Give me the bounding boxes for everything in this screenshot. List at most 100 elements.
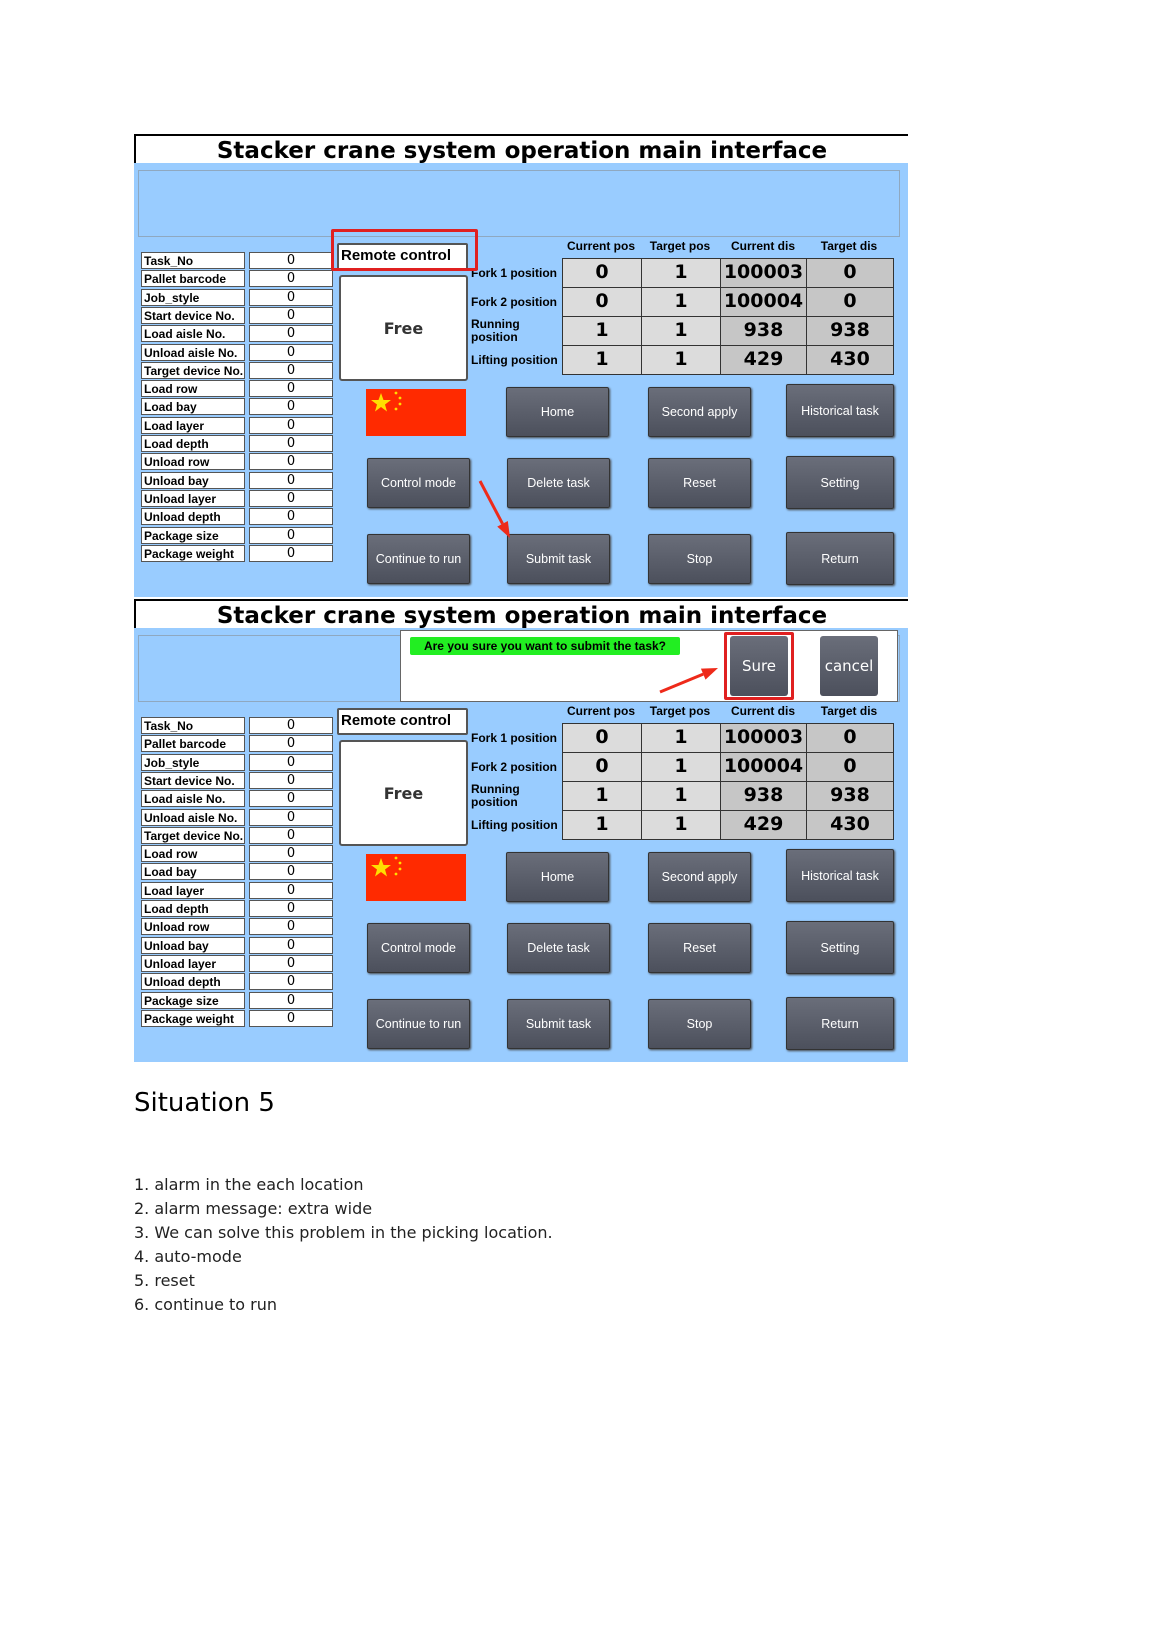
submit-task-button[interactable]: Submit task — [507, 534, 610, 584]
submit-task-button[interactable]: Submit task — [507, 999, 610, 1049]
historical-task-button[interactable]: Historical task — [786, 384, 894, 437]
home-button[interactable]: Home — [506, 852, 609, 902]
position-cell: 1 — [641, 810, 721, 840]
return-button[interactable]: Return — [786, 997, 894, 1050]
control-mode-button[interactable]: Control mode — [367, 923, 470, 973]
reset-button[interactable]: Reset — [648, 923, 751, 973]
position-cell: 0 — [562, 723, 642, 753]
field-label: Load bay — [141, 398, 245, 416]
list-item: 1. alarm in the each location — [134, 1175, 364, 1194]
position-cell: 0 — [806, 258, 894, 288]
message-area — [138, 170, 900, 237]
position-cell: 0 — [562, 287, 642, 317]
column-header: Current pos — [566, 239, 635, 253]
position-cell: 1 — [641, 723, 721, 753]
position-cell: 0 — [806, 723, 894, 753]
field-label: Unload depth — [141, 508, 245, 526]
position-cell: 0 — [806, 287, 894, 317]
field-label: Unload layer — [141, 489, 245, 507]
stop-button[interactable]: Stop — [648, 534, 751, 584]
field-label: Job_style — [141, 288, 245, 306]
field-label: Pallet barcode — [141, 735, 245, 753]
position-cell: 429 — [720, 810, 807, 840]
position-cell: 938 — [720, 316, 807, 346]
status-display: Free — [339, 275, 468, 381]
continue-to-run-button[interactable]: Continue to run — [367, 999, 470, 1049]
stop-button[interactable]: Stop — [648, 999, 751, 1049]
return-button[interactable]: Return — [786, 532, 894, 585]
position-cell: 1 — [641, 345, 721, 375]
highlight-box — [331, 229, 478, 271]
field-value: 0 — [249, 252, 333, 269]
page-title: Stacker crane system operation main inte… — [134, 599, 908, 629]
field-label: Target device No. — [141, 826, 245, 844]
field-label: Unload bay — [141, 471, 245, 489]
china-flag-icon — [366, 389, 466, 436]
field-label: Start device No. — [141, 306, 245, 324]
list-item: 5. reset — [134, 1271, 195, 1290]
historical-task-button[interactable]: Historical task — [786, 849, 894, 902]
position-cell: 1 — [562, 316, 642, 346]
sure-button[interactable]: Sure — [730, 636, 788, 696]
field-value: 0 — [249, 936, 333, 954]
position-cell: 430 — [806, 810, 894, 840]
position-cell: 1 — [641, 316, 721, 346]
row-label: Fork 2 position — [471, 294, 558, 309]
list-item: 6. continue to run — [134, 1295, 278, 1314]
delete-task-button[interactable]: Delete task — [507, 458, 610, 508]
field-value: 0 — [249, 270, 333, 288]
row-label: Fork 1 position — [471, 730, 558, 745]
position-cell: 100003 — [720, 723, 807, 753]
second-apply-button[interactable]: Second apply — [648, 852, 751, 902]
field-label: Package weight — [141, 1009, 245, 1027]
position-cell: 1 — [641, 752, 721, 782]
reset-button[interactable]: Reset — [648, 458, 751, 508]
field-value: 0 — [249, 717, 333, 734]
cancel-button[interactable]: cancel — [820, 636, 878, 696]
row-label: Fork 1 position — [471, 265, 558, 280]
column-header: Target pos — [649, 704, 711, 718]
highlight-box — [724, 632, 794, 700]
position-cell: 430 — [806, 345, 894, 375]
setting-button[interactable]: Setting — [786, 456, 894, 509]
delete-task-button[interactable]: Delete task — [507, 923, 610, 973]
position-cell: 1 — [641, 258, 721, 288]
row-label: Lifting position — [471, 817, 558, 832]
home-button[interactable]: Home — [506, 387, 609, 437]
field-label: Package size — [141, 526, 245, 544]
field-value: 0 — [249, 343, 333, 361]
row-label: Running position — [471, 317, 520, 344]
field-value: 0 — [249, 863, 333, 881]
second-apply-button[interactable]: Second apply — [648, 387, 751, 437]
list-item: 2. alarm message: extra wide — [134, 1199, 373, 1218]
field-value: 0 — [249, 973, 333, 991]
field-label: Unload bay — [141, 936, 245, 954]
row-label: Running position — [471, 782, 520, 809]
position-cell: 1 — [641, 781, 721, 811]
field-value: 0 — [249, 398, 333, 416]
column-header: Current dis — [730, 704, 795, 718]
status-display: Free — [339, 740, 468, 846]
control-mode-button[interactable]: Control mode — [367, 458, 470, 508]
setting-button[interactable]: Setting — [786, 921, 894, 974]
field-value: 0 — [249, 881, 333, 899]
field-value: 0 — [249, 489, 333, 507]
field-label: Load row — [141, 380, 245, 398]
row-label: Fork 2 position — [471, 759, 558, 774]
field-value: 0 — [249, 771, 333, 789]
field-value: 0 — [249, 306, 333, 324]
position-cell: 429 — [720, 345, 807, 375]
field-label: Load bay — [141, 863, 245, 881]
field-value: 0 — [249, 826, 333, 844]
control-mode-indicator: Remote control — [337, 708, 468, 735]
field-label: Start device No. — [141, 771, 245, 789]
field-label: Load depth — [141, 900, 245, 917]
field-value: 0 — [249, 918, 333, 936]
continue-to-run-button[interactable]: Continue to run — [367, 534, 470, 584]
field-label: Unload aisle No. — [141, 343, 245, 361]
field-value: 0 — [249, 288, 333, 306]
field-value: 0 — [249, 435, 333, 452]
position-cell: 1 — [562, 781, 642, 811]
position-cell: 0 — [562, 752, 642, 782]
